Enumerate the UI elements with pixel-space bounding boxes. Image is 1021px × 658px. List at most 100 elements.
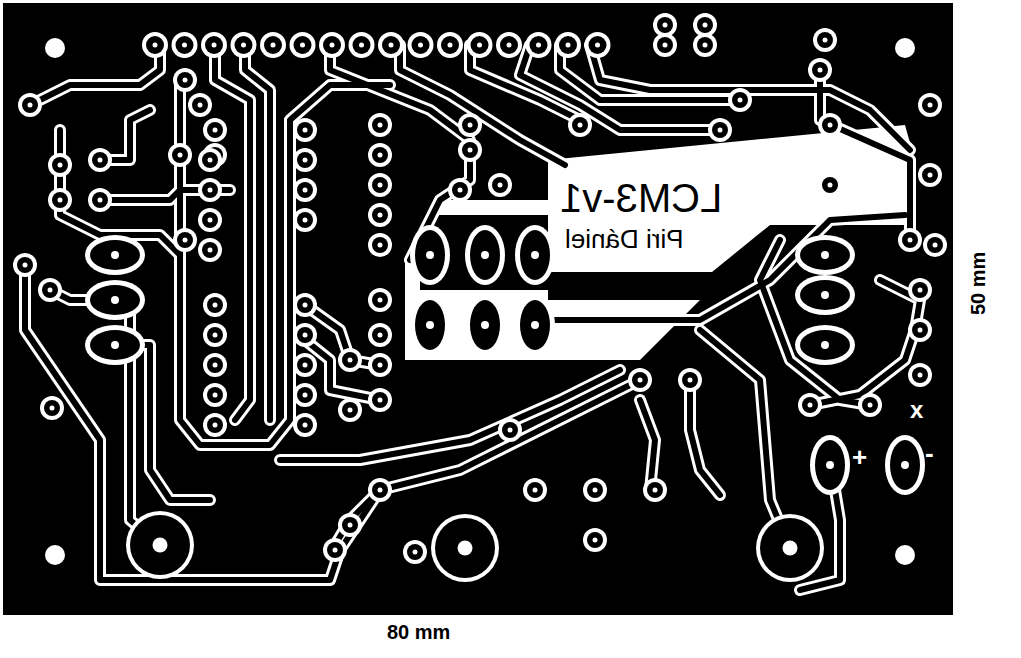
pad xyxy=(523,478,547,502)
pad xyxy=(293,148,317,172)
copper-trace xyxy=(25,265,640,580)
pad xyxy=(693,33,717,57)
pad xyxy=(678,368,702,392)
pad xyxy=(858,393,882,417)
copper-trace xyxy=(245,45,270,420)
pad xyxy=(368,323,392,347)
pad xyxy=(368,113,392,137)
oval-pad xyxy=(85,235,145,275)
pad xyxy=(18,93,42,117)
pad xyxy=(338,348,362,372)
pad xyxy=(708,118,732,142)
pad xyxy=(368,353,392,377)
pad xyxy=(368,388,392,412)
pad xyxy=(498,418,522,442)
pad xyxy=(203,143,227,167)
oval-pad xyxy=(795,235,855,275)
board-marking: Piri Dániel xyxy=(565,226,684,252)
pad xyxy=(368,173,392,197)
trace-gap xyxy=(180,80,390,445)
copper-trace xyxy=(760,240,870,405)
pad xyxy=(290,32,316,58)
pad xyxy=(526,32,552,58)
pad xyxy=(458,138,482,162)
pad xyxy=(172,32,198,58)
pad xyxy=(818,113,842,137)
pad xyxy=(198,208,222,232)
pad xyxy=(231,32,257,58)
pad xyxy=(923,233,947,257)
pad xyxy=(908,278,932,302)
trace-gap xyxy=(760,240,870,405)
pad xyxy=(403,540,427,564)
pad xyxy=(628,368,652,392)
pad xyxy=(583,478,607,502)
pad xyxy=(908,318,932,342)
pad xyxy=(173,228,197,252)
oval-pad xyxy=(465,225,505,285)
pad xyxy=(88,148,112,172)
copper-trace xyxy=(640,400,655,490)
copper-trace xyxy=(690,380,720,495)
pad xyxy=(728,88,752,112)
pad xyxy=(203,323,227,347)
pad xyxy=(431,514,499,582)
copper-trace xyxy=(400,45,565,165)
pad xyxy=(319,32,345,58)
pad xyxy=(813,28,837,52)
pad xyxy=(898,228,922,252)
pad xyxy=(188,93,212,117)
pad xyxy=(40,396,64,420)
polarity-mark: + xyxy=(852,444,867,470)
copper-trace xyxy=(115,345,210,500)
pad xyxy=(293,118,317,142)
pad xyxy=(198,238,222,262)
pad xyxy=(488,173,512,197)
oval-pad xyxy=(515,295,555,355)
pad xyxy=(293,383,317,407)
pad xyxy=(260,32,286,58)
pad xyxy=(437,32,463,58)
pad xyxy=(203,293,227,317)
copper-trace xyxy=(700,330,790,548)
pad xyxy=(48,188,72,212)
pad xyxy=(293,353,317,377)
pad xyxy=(918,93,942,117)
pad xyxy=(496,32,522,58)
pad xyxy=(338,398,362,422)
pad xyxy=(203,413,227,437)
pad xyxy=(448,178,472,202)
trace-gap xyxy=(25,265,640,580)
polarity-mark: - xyxy=(925,440,934,466)
pad xyxy=(408,32,434,58)
pad xyxy=(368,478,392,502)
pad xyxy=(198,148,222,172)
pad xyxy=(756,514,824,582)
pad xyxy=(142,32,168,58)
pad xyxy=(293,413,317,437)
pad xyxy=(173,68,197,92)
oval-pad xyxy=(795,325,855,365)
pad xyxy=(368,288,392,312)
polarity-mark: x xyxy=(910,398,923,422)
dimension-label: 50 mm xyxy=(968,252,988,315)
pad xyxy=(798,393,822,417)
pad xyxy=(378,32,404,58)
copper-trace xyxy=(590,45,910,150)
pad xyxy=(338,513,362,537)
pad xyxy=(323,538,347,562)
copper-trace xyxy=(50,290,160,545)
pad xyxy=(895,545,915,565)
trace-gap xyxy=(50,290,160,545)
pad xyxy=(458,113,482,137)
pad xyxy=(895,38,915,58)
copper-trace xyxy=(180,80,390,445)
copper-board xyxy=(3,3,953,615)
oval-pad xyxy=(85,280,145,320)
oval-pad xyxy=(410,225,450,285)
pad xyxy=(368,143,392,167)
trace-gap xyxy=(640,400,655,490)
pad xyxy=(201,32,227,58)
oval-pad xyxy=(885,435,925,495)
